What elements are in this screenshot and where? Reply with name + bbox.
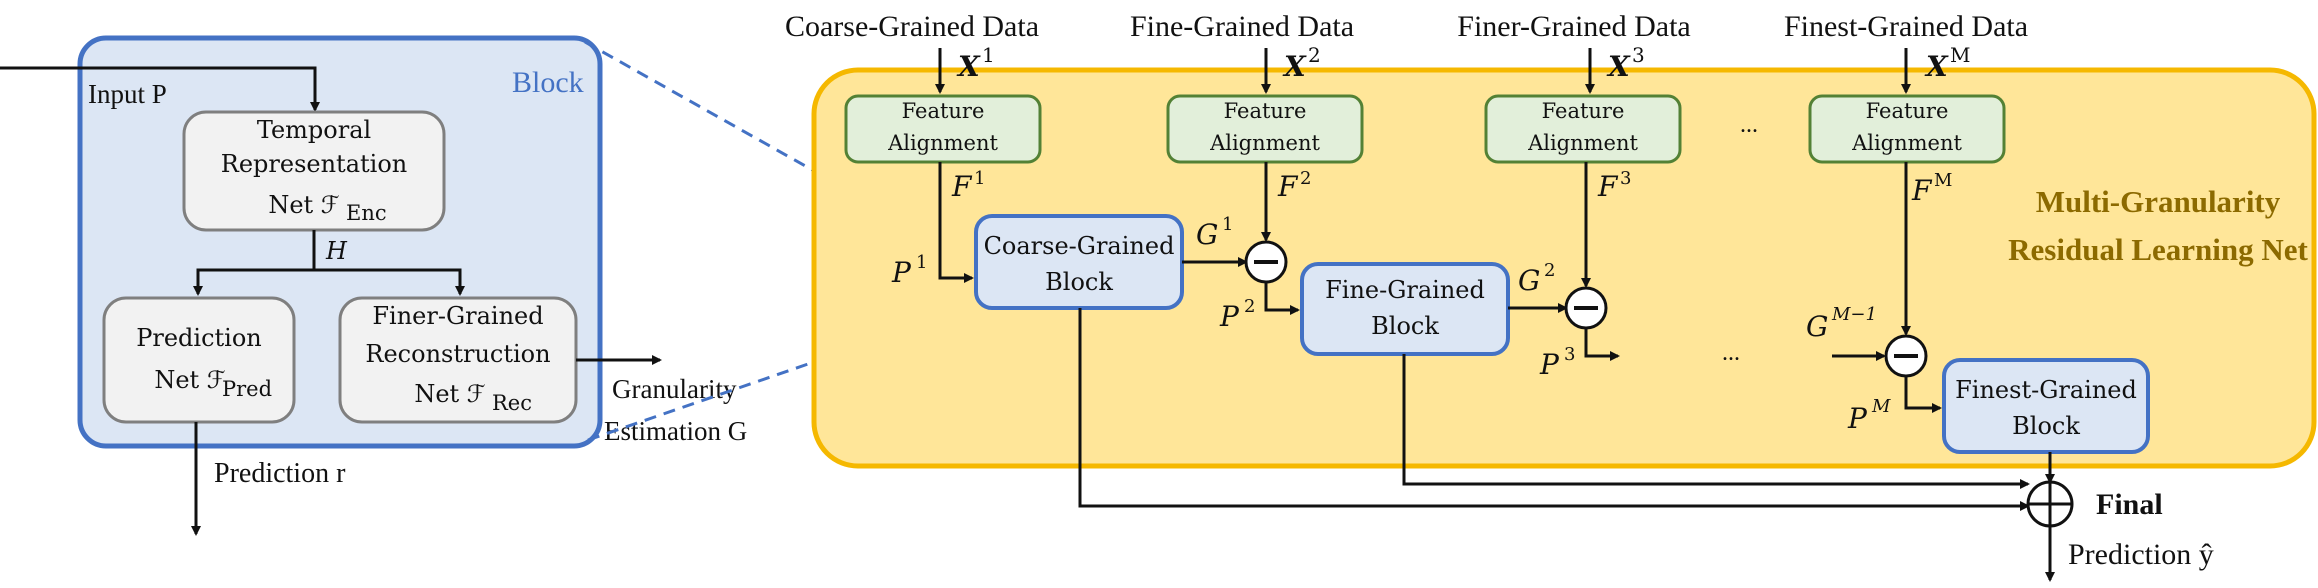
f2-sup: 2 bbox=[1300, 168, 1311, 189]
svg-text:Feature: Feature bbox=[1866, 99, 1949, 123]
subtract-node-m bbox=[1884, 334, 1928, 378]
p1-label: P bbox=[891, 256, 912, 289]
pm-line bbox=[1904, 376, 1942, 413]
svg-text:Block: Block bbox=[1371, 312, 1439, 340]
final-label-1: Final bbox=[2096, 488, 2163, 521]
feature-alignment-m: Feature Alignment bbox=[1808, 94, 2006, 164]
f3-label: F bbox=[1597, 170, 1619, 203]
reconstruction-net-line2: Reconstruction bbox=[365, 340, 550, 368]
feature-alignment-2: Feature Alignment bbox=[1166, 94, 1364, 164]
input-label: Input P bbox=[88, 79, 167, 109]
fine-grained-block: Fine-Grained Block bbox=[1300, 262, 1510, 356]
g2-sup: 2 bbox=[1544, 260, 1555, 281]
prediction-net-line2: Net ℱ bbox=[154, 366, 225, 394]
gm-sup: M−1 bbox=[1831, 304, 1877, 325]
h-label: H bbox=[325, 237, 348, 265]
xm-sup: M bbox=[1950, 43, 1970, 67]
block-title: Block bbox=[512, 66, 584, 99]
prediction-net-line1: Prediction bbox=[136, 324, 262, 352]
f1-sup: 1 bbox=[974, 168, 985, 189]
g2-label: G bbox=[1518, 264, 1540, 297]
ellipsis-bottom: ... bbox=[1722, 340, 1740, 366]
fm-sup: M bbox=[1934, 170, 1952, 191]
x3-label: X bbox=[1606, 50, 1631, 83]
granularity-label-1: Granularity bbox=[612, 374, 737, 404]
g1-label: G bbox=[1196, 218, 1218, 251]
x1-label: X bbox=[956, 50, 981, 83]
subtract-node-2 bbox=[1564, 286, 1608, 330]
gm-label: G bbox=[1806, 310, 1828, 343]
ellipsis-top: ... bbox=[1740, 112, 1758, 138]
g1-sup: 1 bbox=[1222, 214, 1233, 235]
temporal-net-line2: Representation bbox=[221, 150, 407, 178]
reconstruction-net-line1: Finer-Grained bbox=[372, 302, 543, 330]
svg-text:Feature: Feature bbox=[902, 99, 985, 123]
p2-sup: 2 bbox=[1244, 296, 1255, 317]
coarse-output-line bbox=[1078, 308, 2030, 511]
prediction-out-label: Prediction r bbox=[214, 458, 346, 489]
subtract-node-1 bbox=[1244, 240, 1288, 284]
f1-label: F bbox=[951, 170, 973, 203]
svg-text:Alignment: Alignment bbox=[1851, 131, 1962, 155]
pm-sup: M bbox=[1871, 396, 1891, 417]
p2-line bbox=[1264, 282, 1300, 315]
input-line bbox=[0, 66, 320, 112]
reconstruction-net-line3: Net ℱ bbox=[414, 380, 485, 408]
p3-label: P bbox=[1539, 348, 1560, 381]
h-branch-left bbox=[193, 268, 314, 296]
x1-sup: 1 bbox=[982, 43, 995, 67]
zoom-connector-top bbox=[584, 40, 977, 264]
prediction-net bbox=[102, 296, 296, 424]
svg-text:Block: Block bbox=[2012, 412, 2080, 440]
xm-label: X bbox=[1924, 50, 1949, 83]
prediction-net-sub: Pred bbox=[222, 377, 272, 401]
feature-alignment-3: Feature Alignment bbox=[1484, 94, 1682, 164]
sum-node bbox=[2026, 480, 2074, 528]
x2-label: X bbox=[1282, 50, 1307, 83]
fine-output-line bbox=[1402, 354, 2030, 489]
data-label-finest: Finest-Grained Data bbox=[1784, 10, 2028, 43]
net-title-line2: Residual Learning Net bbox=[2008, 232, 2308, 267]
svg-text:Alignment: Alignment bbox=[1209, 131, 1320, 155]
feature-alignment-1: Feature Alignment bbox=[844, 94, 1042, 164]
temporal-net-line3: Net ℱ bbox=[268, 191, 339, 219]
p3-sup: 3 bbox=[1564, 344, 1575, 365]
final-label-2: Prediction ŷ bbox=[2068, 538, 2214, 571]
svg-text:Alignment: Alignment bbox=[1527, 131, 1638, 155]
p2-label: P bbox=[1219, 300, 1240, 333]
x3-sup: 3 bbox=[1632, 43, 1645, 67]
coarse-grained-block: Coarse-Grained Block bbox=[974, 214, 1184, 310]
svg-text:Feature: Feature bbox=[1542, 99, 1625, 123]
data-label-coarse: Coarse-Grained Data bbox=[785, 10, 1039, 43]
x2-sup: 2 bbox=[1308, 43, 1321, 67]
fm-label: F bbox=[1911, 174, 1933, 207]
finest-grained-block: Finest-Grained Block bbox=[1942, 358, 2150, 454]
pm-label: P bbox=[1847, 402, 1868, 435]
f3-sup: 3 bbox=[1620, 168, 1631, 189]
granularity-label-2: Estimation G bbox=[604, 416, 747, 446]
residual-net-panel bbox=[811, 67, 2317, 469]
data-label-finer: Finer-Grained Data bbox=[1457, 10, 1690, 43]
svg-text:Alignment: Alignment bbox=[887, 131, 998, 155]
svg-text:Finest-Grained: Finest-Grained bbox=[1955, 376, 2137, 404]
svg-text:Feature: Feature bbox=[1224, 99, 1307, 123]
svg-text:Fine-Grained: Fine-Grained bbox=[1325, 276, 1485, 304]
h-branch-right bbox=[314, 268, 465, 296]
temporal-net-line1: Temporal bbox=[257, 116, 371, 144]
p3-line bbox=[1584, 328, 1620, 361]
reconstruction-net-sub: Rec bbox=[492, 391, 532, 415]
svg-text:Coarse-Grained: Coarse-Grained bbox=[984, 232, 1175, 260]
f2-label: F bbox=[1277, 170, 1299, 203]
f1-line bbox=[938, 162, 974, 283]
p1-sup: 1 bbox=[916, 252, 927, 273]
data-label-fine: Fine-Grained Data bbox=[1130, 10, 1354, 43]
net-title-line1: Multi-Granularity bbox=[2036, 184, 2281, 219]
temporal-net-sub: Enc bbox=[346, 201, 387, 225]
svg-text:Block: Block bbox=[1045, 268, 1113, 296]
